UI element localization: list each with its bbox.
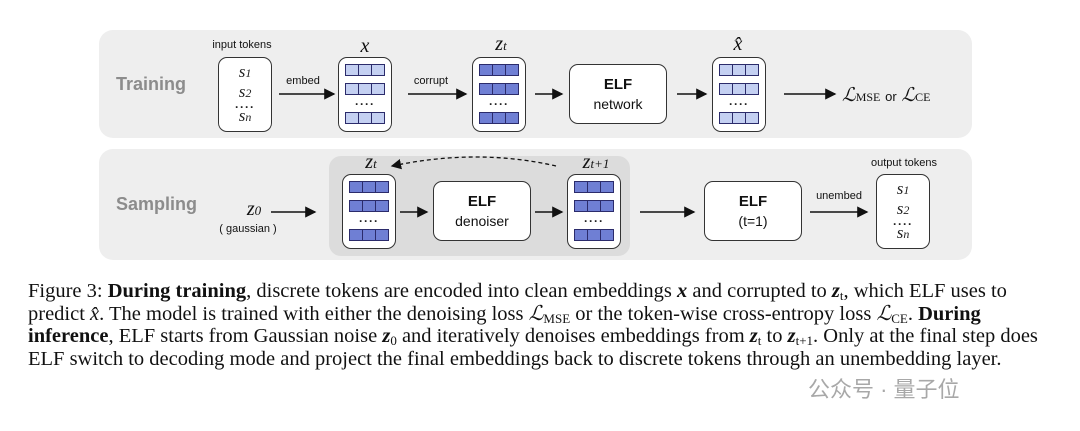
watermark: 公众号 · 量子位 bbox=[808, 377, 960, 402]
loss-label: ℒMSE or ℒCE bbox=[842, 85, 931, 106]
xhat-label: x̂ bbox=[733, 33, 743, 55]
unembed-label: unembed bbox=[816, 190, 862, 202]
zt1-sampling-box: ···· bbox=[567, 174, 621, 249]
zt1-label: zt+1 bbox=[582, 151, 610, 173]
x-embeddings-box: ···· bbox=[338, 57, 392, 132]
loop-back-arrow bbox=[390, 156, 557, 170]
zt-label-sampling: zt bbox=[365, 151, 377, 173]
elf-final-box: ELF (t=1) bbox=[704, 181, 802, 241]
elf-network-box: ELF network bbox=[569, 64, 667, 124]
output-tokens-box: s1 s2 ···· sn bbox=[876, 174, 930, 249]
corrupt-label: corrupt bbox=[413, 75, 449, 87]
zt-sampling-box: ···· bbox=[342, 174, 396, 249]
sampling-label: Sampling bbox=[116, 194, 198, 214]
figure-caption: Figure 3: During training, discrete toke… bbox=[28, 280, 1038, 370]
input-tokens-box: s1 s2 ···· sn bbox=[218, 57, 272, 132]
elf-denoiser-box: ELF denoiser bbox=[433, 181, 531, 241]
zt-embeddings-box: ···· bbox=[472, 57, 526, 132]
z0-label: z0 bbox=[246, 198, 262, 220]
output-tokens-label: output tokens bbox=[870, 157, 938, 169]
xhat-embeddings-box: ···· bbox=[712, 57, 766, 132]
x-label: x bbox=[360, 35, 370, 57]
gaussian-label: ( gaussian ) bbox=[219, 223, 277, 235]
input-tokens-label: input tokens bbox=[212, 39, 272, 51]
zt-label-training: zt bbox=[495, 33, 507, 55]
embed-label: embed bbox=[286, 75, 320, 87]
training-label: Training bbox=[116, 74, 187, 94]
